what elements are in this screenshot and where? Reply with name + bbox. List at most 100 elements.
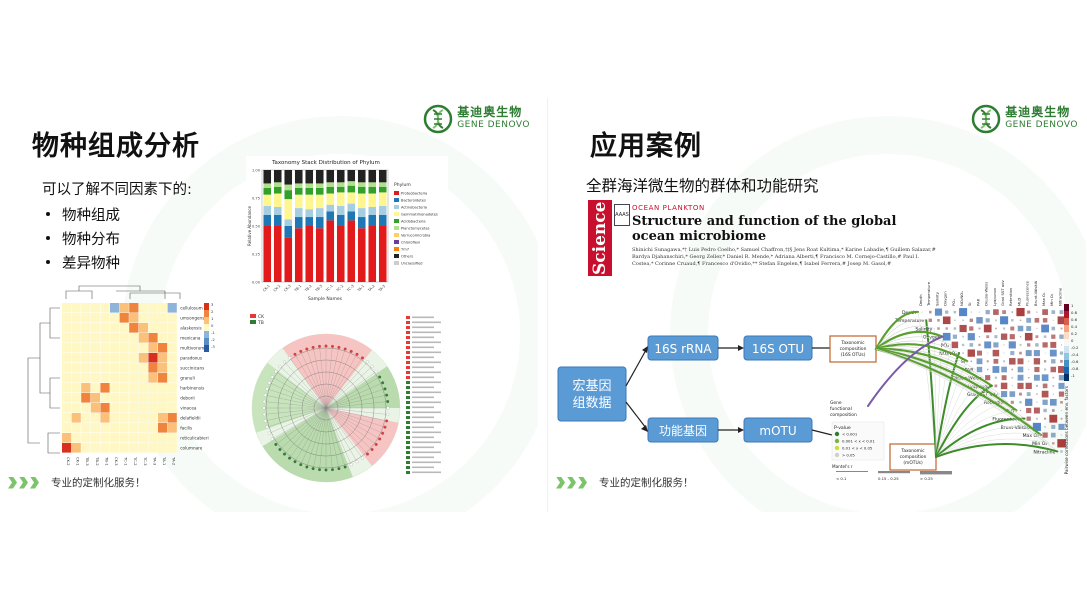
heatmap-cell (129, 363, 139, 373)
correlation-cell (1019, 336, 1022, 338)
pvalue-legend-box (831, 421, 885, 461)
correlation-cell (983, 324, 992, 333)
cladogram-branch (325, 407, 363, 459)
logo-cn: 基迪奥生物 (1005, 105, 1071, 119)
row-label: reticulicabieri (180, 436, 208, 441)
bar-segment (357, 170, 366, 183)
paper-header: Science AAAS OCEAN PLANKTON Structure an… (588, 200, 944, 276)
correlation-cell (1033, 374, 1040, 381)
heatmap-cell (100, 423, 110, 433)
legend-label: Bacteroidetes (401, 199, 426, 203)
bar-segment (347, 170, 356, 182)
correlation-cell (921, 311, 923, 313)
source-box (557, 366, 627, 422)
heatmap-cell (148, 333, 158, 343)
cladogram-branch (325, 407, 383, 434)
column-variable-label: NO₂NO₃ (959, 291, 964, 306)
cladogram-branch (325, 401, 388, 409)
correlation-cell (994, 376, 998, 379)
heatmap-cell (81, 363, 91, 373)
tb-clade (252, 362, 326, 433)
heatmap-cell (90, 423, 100, 433)
cladogram-branch (266, 407, 327, 428)
bar-segment (336, 214, 345, 226)
heatmap-cell (167, 433, 177, 443)
correlation-cell (1011, 319, 1014, 322)
heatmap-cell (148, 303, 158, 313)
column-variable-label: Oxygen (943, 291, 948, 306)
variable-label: PAR (965, 367, 975, 373)
cladogram-branch (279, 407, 327, 450)
correlation-cell (1026, 416, 1031, 421)
mantel-tick: < 0.1 (836, 476, 847, 481)
column-variable-label: Min O₂ (1049, 293, 1054, 306)
heatmap-cell (110, 433, 120, 443)
cladogram-node (274, 370, 278, 374)
biomarker-swatch (406, 446, 410, 449)
legend-label: Actinobacteria (401, 206, 427, 210)
biomarker-label-line (412, 366, 434, 369)
heatmap-cell (129, 373, 139, 383)
bullet-item: 物种分布 (46, 226, 120, 250)
bar-segment (284, 219, 293, 226)
company-logo: 基迪奥生物 GENE DENOVO (423, 104, 530, 134)
heatmap-cell (71, 343, 81, 353)
heatmap-cell (119, 373, 129, 383)
heatmap-cell (148, 393, 158, 403)
cladogram-branch (300, 407, 327, 465)
correlation-cell (1010, 400, 1014, 404)
biomarker-swatch (406, 371, 410, 374)
heatmap-cell (119, 313, 129, 323)
biomarker-label-line (412, 331, 441, 334)
biomarker-swatch (406, 411, 410, 414)
row-label: alaskensis (180, 326, 202, 331)
bar-segment (273, 182, 282, 187)
bar-segment (326, 220, 335, 282)
bar-segment (273, 186, 282, 194)
heatmap-cell (100, 323, 110, 333)
heatmap-cell (138, 353, 148, 363)
scale-label: -1 (211, 330, 215, 335)
correlation-cell (1058, 391, 1065, 397)
correlation-cell (1044, 417, 1047, 420)
heatmap-cell (71, 433, 81, 443)
correlation-cell (928, 318, 932, 322)
cladogram-node (330, 468, 334, 472)
taxonomic-motu-box (889, 443, 937, 471)
bar-segment (368, 193, 377, 207)
correlation-cell (969, 343, 974, 347)
heatmap-cell (81, 413, 91, 423)
biomarker-label-line (412, 341, 441, 344)
arrow-line (625, 349, 647, 387)
cladogram-branch (306, 407, 327, 468)
cladogram-branch (265, 407, 327, 422)
correlation-cell (954, 319, 956, 322)
row-label: vinacea (180, 406, 197, 411)
correlation-cell (1060, 417, 1063, 420)
pvalue-label: 0.01 < x < 0.05 (842, 446, 873, 451)
color-scale-swatch (1064, 353, 1069, 360)
cladogram-branch (284, 407, 327, 455)
slide-title: 物种组成分析 (32, 131, 200, 162)
correlation-cell (1035, 417, 1038, 420)
bullet-dot (46, 236, 50, 240)
cladogram-node (381, 431, 385, 435)
slide-subtitle: 全群海洋微生物的群体和功能研究 (586, 177, 819, 195)
heatmap-cell (81, 333, 91, 343)
mantel-tick: > 0.25 (920, 476, 933, 481)
cladogram-branch (289, 357, 327, 409)
legend-label: Gemmatimonadetes (401, 213, 438, 217)
cladogram-node (337, 345, 341, 349)
biomarker-swatch (406, 401, 410, 404)
heatmap-cell (138, 413, 148, 423)
correlation-cell (1001, 375, 1007, 381)
heatmap-cell (90, 303, 100, 313)
heatmap-cell (81, 393, 91, 403)
bullet-text: 物种组成 (62, 207, 120, 224)
taxonomic-16s-label: Taxonomic (840, 340, 865, 346)
heatmap-cell (119, 413, 129, 423)
legend-swatch (394, 247, 399, 251)
variable-label: Si (961, 359, 965, 365)
correlation-cell (1003, 360, 1006, 363)
color-scale-swatch (1064, 374, 1069, 381)
